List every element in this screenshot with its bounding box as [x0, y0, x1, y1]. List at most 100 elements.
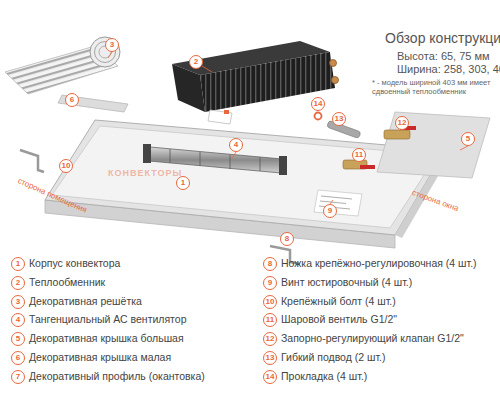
part-name: Тангенциальный АС вентилятор	[29, 313, 187, 326]
spec-note: Ширина: 258, 303, 403* мм	[397, 63, 500, 77]
convector-housing	[52, 126, 437, 228]
valve-fittings	[315, 113, 322, 120]
callout-number: 1	[181, 179, 185, 187]
leader-line	[460, 146, 468, 150]
electrical-box	[208, 110, 232, 124]
grille-roll	[5, 37, 120, 94]
heat-exchanger	[332, 77, 339, 84]
part-name: Запорно-регулирующий клапан G1/2"	[281, 332, 464, 345]
callout-number: 14	[311, 97, 325, 111]
info-sticker	[321, 196, 352, 199]
electrical-box	[224, 110, 229, 114]
callout-number: 6	[16, 354, 20, 362]
callout-number: 14	[266, 373, 275, 381]
leader-line	[232, 152, 236, 158]
large-cover	[377, 112, 490, 178]
legend-key: 14Прокладка (4 шт.)	[263, 370, 277, 384]
leader-line	[108, 52, 112, 58]
tangential-fan	[260, 157, 261, 171]
valve-fittings	[360, 165, 375, 169]
callout-number: 10	[266, 298, 275, 306]
large-cover	[377, 112, 490, 178]
callout-number: 9	[323, 204, 337, 218]
info-sticker	[314, 190, 362, 216]
callout-number: 11	[266, 316, 274, 324]
callout-number: 13	[332, 112, 346, 126]
callout-number: 13	[266, 354, 275, 362]
convector-housing	[45, 120, 445, 235]
legend-key: 11Шаровой вентиль G1/2"	[263, 313, 277, 327]
tangential-fan	[279, 156, 287, 175]
part-name: Декоративный профиль (окантовка)	[29, 370, 205, 383]
part-name: Винт юстировочный (4 шт.)	[281, 276, 412, 289]
legend-key: 10Крепёжный болт (4 шт.)	[263, 295, 277, 309]
diagram-title: Обзор конструкции	[385, 30, 500, 46]
valve-fittings	[384, 130, 410, 139]
grille-roll	[90, 37, 120, 67]
callout-number: 13	[335, 115, 344, 123]
callout-number: 1	[176, 176, 190, 190]
callout-number: 2	[189, 55, 203, 69]
callout-number: 2	[194, 58, 198, 66]
part-name: Декоративная крышка большая	[29, 332, 184, 345]
callout-number: 14	[314, 100, 323, 108]
callout-number: 5	[466, 135, 470, 143]
electrical-box	[208, 110, 232, 124]
heat-exchanger	[330, 60, 337, 67]
callout-number: 8	[280, 232, 294, 246]
part-name: Теплообменник	[29, 276, 105, 289]
part-name: Прокладка (4 шт.)	[281, 370, 367, 383]
part-name: Гибкий подвод (2 шт.)	[281, 351, 386, 364]
part-name: Декоративная решётка	[29, 295, 142, 308]
part-name: Корпус конвектора	[29, 257, 120, 270]
callout-number: 9	[268, 279, 272, 287]
info-sticker	[314, 190, 362, 216]
legend-key: 1Корпус конвектора	[11, 257, 25, 271]
callout-number: 2	[16, 279, 20, 287]
tangential-fan	[200, 152, 201, 166]
callout-number: 4	[16, 316, 20, 324]
heat-exchanger	[172, 41, 339, 112]
callout-number: 7	[16, 373, 20, 381]
callout-number: 10	[59, 159, 73, 173]
callout-number: 4	[229, 138, 243, 152]
watermark: КОНВЕКТОРЫ	[108, 168, 182, 179]
tangential-fan	[143, 144, 151, 163]
heat-exchanger	[172, 64, 205, 112]
convector-housing	[45, 120, 452, 248]
valve-fittings	[315, 113, 417, 170]
legend-key: 12Запорно-регулирующий клапан G1/2"	[263, 332, 277, 346]
callout-number: 8	[268, 260, 272, 268]
part-name: Ножка крепёжно-регулировочная (4 шт.)	[281, 257, 477, 270]
part-name: Декоративная крышка малая	[29, 351, 171, 364]
callout-number: 4	[234, 141, 238, 149]
part-name: Крепёжный болт (4 шт.)	[281, 295, 396, 308]
legend-key: 13Гибкий подвод (2 шт.)	[263, 351, 277, 365]
callout-number: 9	[328, 207, 332, 215]
callout-number: 12	[266, 335, 275, 343]
legend-key: 7Декоративный профиль (окантовка)	[11, 370, 25, 384]
part-name: Шаровой вентиль G1/2"	[281, 313, 397, 326]
tangential-fan	[230, 155, 231, 169]
legend-key: 3Декоративная решётка	[11, 295, 25, 309]
leader-line	[202, 66, 212, 72]
mounting-foot	[20, 150, 300, 264]
legend-key: 6Декоративная крышка малая	[11, 351, 25, 365]
callout-number: 12	[395, 116, 409, 130]
callout-number: 8	[285, 235, 289, 243]
callout-number: 5	[461, 132, 475, 146]
callout-number: 6	[70, 96, 74, 104]
legend-key: 5Декоративная крышка большая	[11, 332, 25, 346]
legend-key: 2Теплообменник	[11, 276, 25, 290]
heat-exchanger	[200, 52, 335, 112]
callout-number: 1	[16, 260, 20, 268]
info-sticker	[320, 201, 346, 204]
legend-key: 8Ножка крепёжно-регулировочная (4 шт.)	[263, 257, 277, 271]
mounting-foot	[20, 150, 44, 172]
callout-number: 3	[105, 38, 119, 52]
spec-note: * - модель шириной 403 мм имеет сдвоенны…	[372, 78, 498, 97]
callout-number: 12	[398, 119, 407, 127]
tangential-fan	[170, 149, 171, 163]
callout-number: 3	[16, 298, 20, 306]
legend-key: 9Винт юстировочный (4 шт.)	[263, 276, 277, 290]
